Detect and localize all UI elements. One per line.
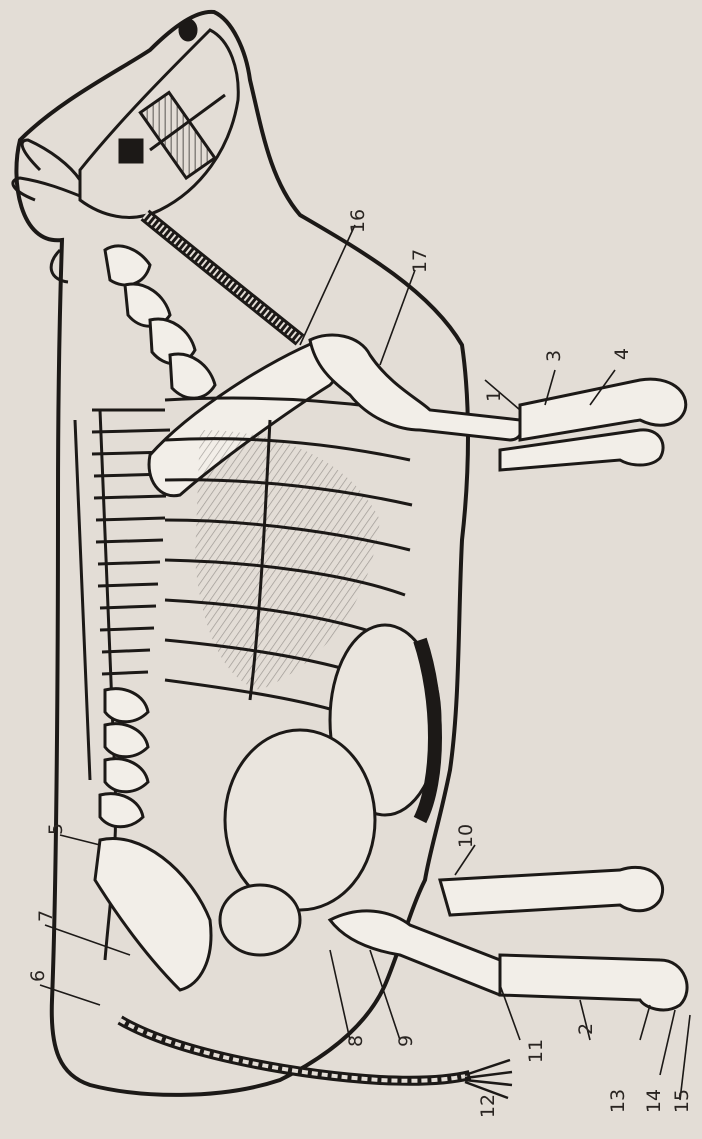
label-12: 12 [477,1088,499,1124]
label-2: 2 [575,1011,597,1047]
neck-vertebrae [105,246,215,398]
label-10: 10 [455,818,477,854]
label-11: 11 [525,1033,547,1069]
label-17: 17 [409,243,431,279]
pelvis [95,838,211,990]
label-13: 13 [607,1083,629,1119]
label-7: 7 [35,898,57,934]
label-5: 5 [45,811,67,847]
label-3: 3 [543,338,565,374]
skull [13,20,238,282]
label-15: 15 [671,1083,693,1119]
label-1: 1 [483,378,505,414]
label-8: 8 [345,1023,367,1059]
lumbar-vertebrae [100,689,148,827]
label-16: 16 [347,203,369,239]
label-4: 4 [611,336,633,372]
label-14: 14 [643,1083,665,1119]
label-6: 6 [27,958,49,994]
label-9: 9 [395,1023,417,1059]
